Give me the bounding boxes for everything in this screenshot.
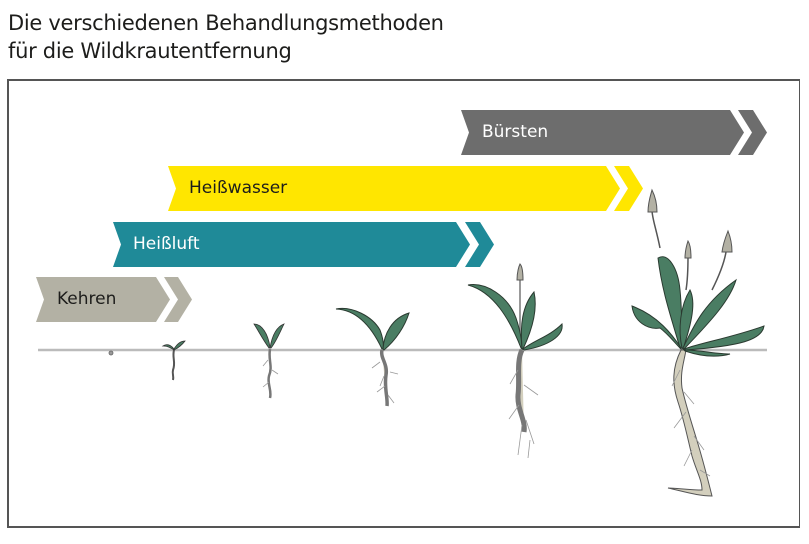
seedling-icon xyxy=(253,323,285,399)
method-label-heissluft: Heißluft xyxy=(133,234,200,254)
diagram-title: Die verschiedenen Behandlungsmethoden fü… xyxy=(8,9,444,65)
title-line-2: für die Wildkrautentfernung xyxy=(8,39,292,63)
flowering-plant-icon xyxy=(467,263,563,459)
mature-plant-icon xyxy=(631,188,765,497)
arrow-heisswasser xyxy=(168,166,643,211)
method-label-kehren: Kehren xyxy=(57,289,117,309)
sprout-icon xyxy=(161,340,186,381)
arrow-kehren xyxy=(36,277,192,322)
arrow-buersten xyxy=(461,110,767,155)
method-label-buersten: Bürsten xyxy=(482,122,549,142)
method-label-heisswasser: Heißwasser xyxy=(189,178,288,198)
title-line-1: Die verschiedenen Behandlungsmethoden xyxy=(8,11,444,35)
arrow-heissluft xyxy=(113,222,494,267)
seed-icon xyxy=(108,350,114,356)
diagram-frame xyxy=(7,79,800,528)
young-plant-icon xyxy=(335,307,410,407)
